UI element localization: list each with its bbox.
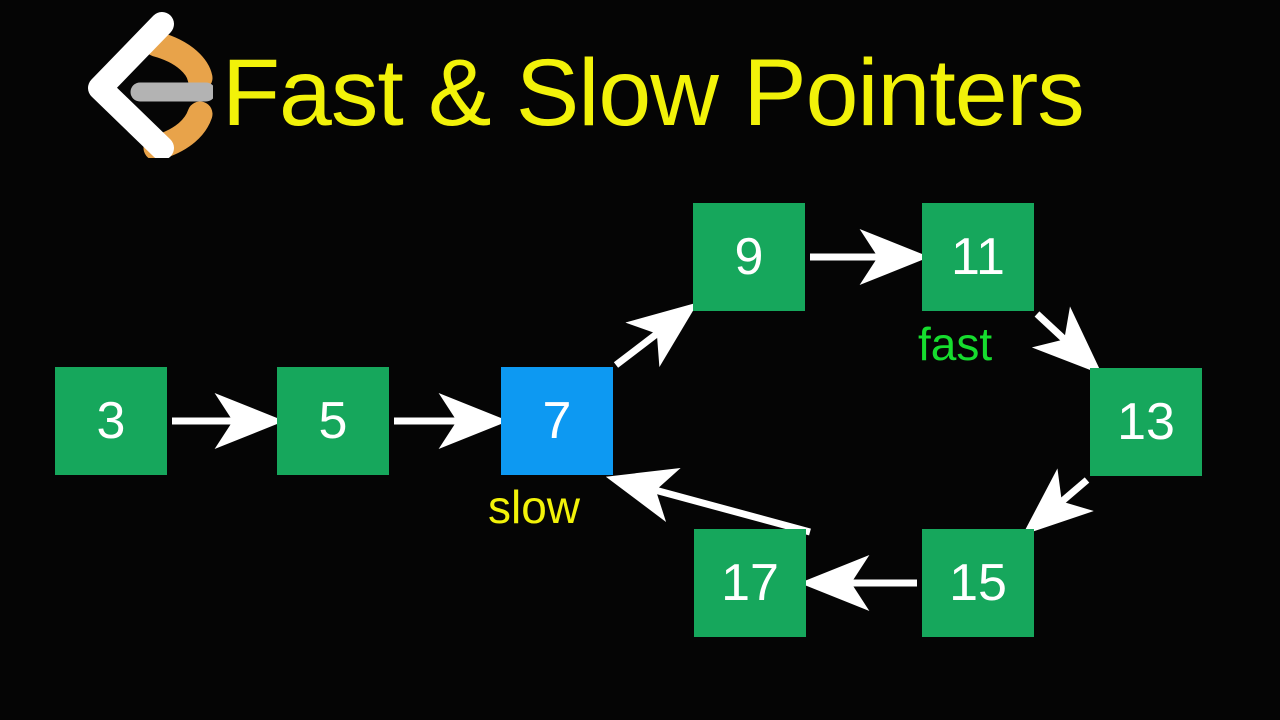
edge-n7-to-n9 (613, 302, 699, 368)
list-node-value: 17 (721, 554, 779, 612)
edge-n11-to-n13 (1031, 306, 1103, 375)
leetcode-logo (78, 8, 216, 161)
pointer-label-slow: slow (488, 481, 581, 533)
list-node-11: 11 (922, 203, 1034, 311)
list-node-value: 5 (318, 392, 348, 450)
list-node-3: 3 (55, 367, 167, 475)
header: Fast & Slow Pointers (0, 0, 1280, 175)
list-node-17: 17 (694, 529, 806, 637)
list-node-9: 9 (693, 203, 805, 311)
edge-n13-to-n15 (1022, 468, 1094, 536)
list-node-value: 11 (951, 228, 1005, 286)
pointer-label-fast: fast (918, 318, 993, 370)
list-node-7: 7 (501, 367, 613, 475)
list-node-value: 9 (734, 228, 764, 286)
page-title: Fast & Slow Pointers (222, 40, 1085, 146)
list-node-value: 3 (96, 392, 126, 450)
list-node-5: 5 (277, 367, 389, 475)
leetcode-logo-icon (88, 12, 216, 161)
list-node-15: 15 (922, 529, 1034, 637)
list-node-value: 13 (1117, 393, 1175, 451)
list-node-value: 7 (542, 392, 572, 450)
list-node-13: 13 (1090, 368, 1202, 476)
list-node-value: 15 (949, 554, 1007, 612)
logo-chevron (88, 12, 174, 160)
edge-n17-to-n7 (605, 467, 811, 536)
logo-arc-top (143, 31, 213, 91)
